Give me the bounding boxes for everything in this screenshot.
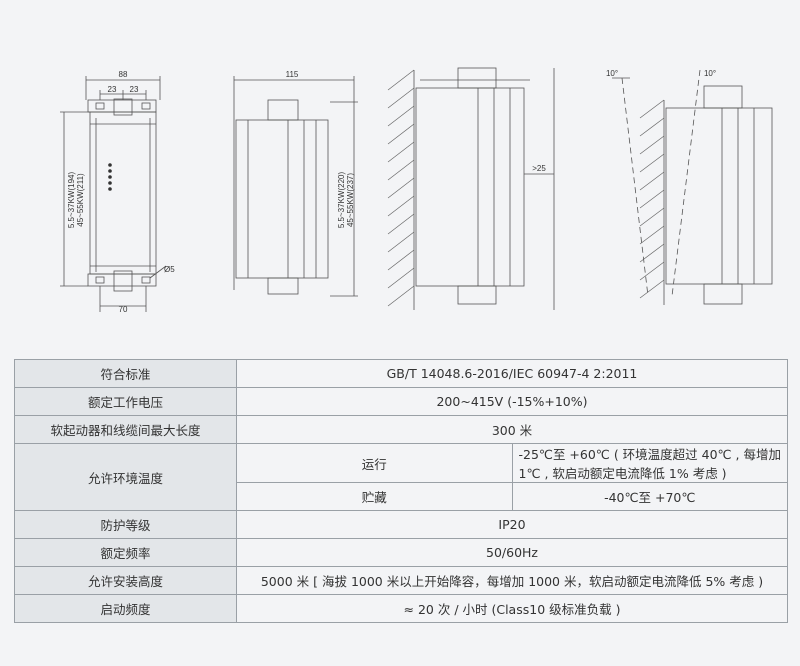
spec-row-cable: 软起动器和线缆间最大长度 300 米: [14, 415, 788, 444]
side-height-a: 5.5~37KW(220): [337, 172, 346, 229]
spec-label: 允许环境温度: [14, 443, 237, 511]
front-height-b: 45~55KW(211): [76, 173, 85, 227]
spec-sub-label: 运行: [236, 443, 513, 483]
spec-value: ≈ 20 次 / 小时 (Class10 级标准负载 ): [236, 594, 788, 623]
spec-row-altitude: 允许安装高度 5000 米 [ 海拔 1000 米以上开始降容，每增加 1000…: [14, 566, 788, 595]
spec-label: 额定频率: [14, 538, 237, 567]
front-view: [60, 76, 167, 312]
spec-value: IP20: [236, 510, 788, 539]
spec-value: 300 米: [236, 415, 788, 444]
side-view: [233, 76, 358, 297]
spec-row-start-freq: 启动频度 ≈ 20 次 / 小时 (Class10 级标准负载 ): [14, 594, 788, 623]
spec-row-frequency: 额定频率 50/60Hz: [14, 538, 788, 567]
spec-row-standard: 符合标准 GB/T 14048.6-2016/IEC 60947-4 2:201…: [14, 359, 788, 388]
spec-value: 5000 米 [ 海拔 1000 米以上开始降容，每增加 1000 米，软启动额…: [236, 566, 788, 595]
spec-label: 启动频度: [14, 594, 237, 623]
spec-label: 软起动器和线缆间最大长度: [14, 415, 237, 444]
spec-row-protection: 防护等级 IP20: [14, 510, 788, 539]
front-bottom-width: 70: [119, 305, 128, 314]
spec-label: 防护等级: [14, 510, 237, 539]
spec-value: -25℃至 +60℃ ( 环境温度超过 40℃ , 每增加 1℃ , 软启动额定…: [511, 443, 788, 483]
front-hole-label: Ø5: [164, 265, 175, 274]
tilt-angle-right: 10°: [704, 69, 716, 78]
tilt-angle-left: 10°: [606, 69, 618, 78]
spec-label: 额定工作电压: [14, 387, 237, 416]
spec-value: GB/T 14048.6-2016/IEC 60947-4 2:2011: [236, 359, 788, 388]
spec-label: 符合标准: [14, 359, 237, 388]
spec-sub-label: 贮藏: [236, 482, 513, 511]
front-width-right: 23: [130, 85, 139, 94]
wall-clearance: >25: [532, 164, 546, 173]
spec-label: 允许安装高度: [14, 566, 237, 595]
spec-value: 200~415V (-15%+10%): [236, 387, 788, 416]
front-width-total: 88: [119, 70, 128, 79]
dimension-drawings: 88 23 23 70 Ø5 5.5~37KW(194) 45~55KW(211…: [60, 67, 773, 314]
side-height-b: 45~55KW(237): [346, 173, 355, 227]
front-height-a: 5.5~37KW(194): [67, 172, 76, 229]
side-depth: 115: [286, 70, 299, 79]
spec-row-voltage: 额定工作电压 200~415V (-15%+10%): [14, 387, 788, 416]
front-width-left: 23: [108, 85, 117, 94]
spec-row-temp-storage: 贮藏 -40℃至 +70℃: [15, 482, 788, 511]
spec-value: 50/60Hz: [236, 538, 788, 567]
tilt-view: [612, 69, 773, 305]
spec-table: 符合标准 GB/T 14048.6-2016/IEC 60947-4 2:201…: [14, 359, 788, 623]
spec-value: -40℃至 +70℃: [511, 482, 788, 511]
spec-row-temp-run: 允许环境温度 运行 -25℃至 +60℃ ( 环境温度超过 40℃ , 每增加 …: [14, 443, 788, 511]
wall-mount-view: [387, 67, 555, 310]
